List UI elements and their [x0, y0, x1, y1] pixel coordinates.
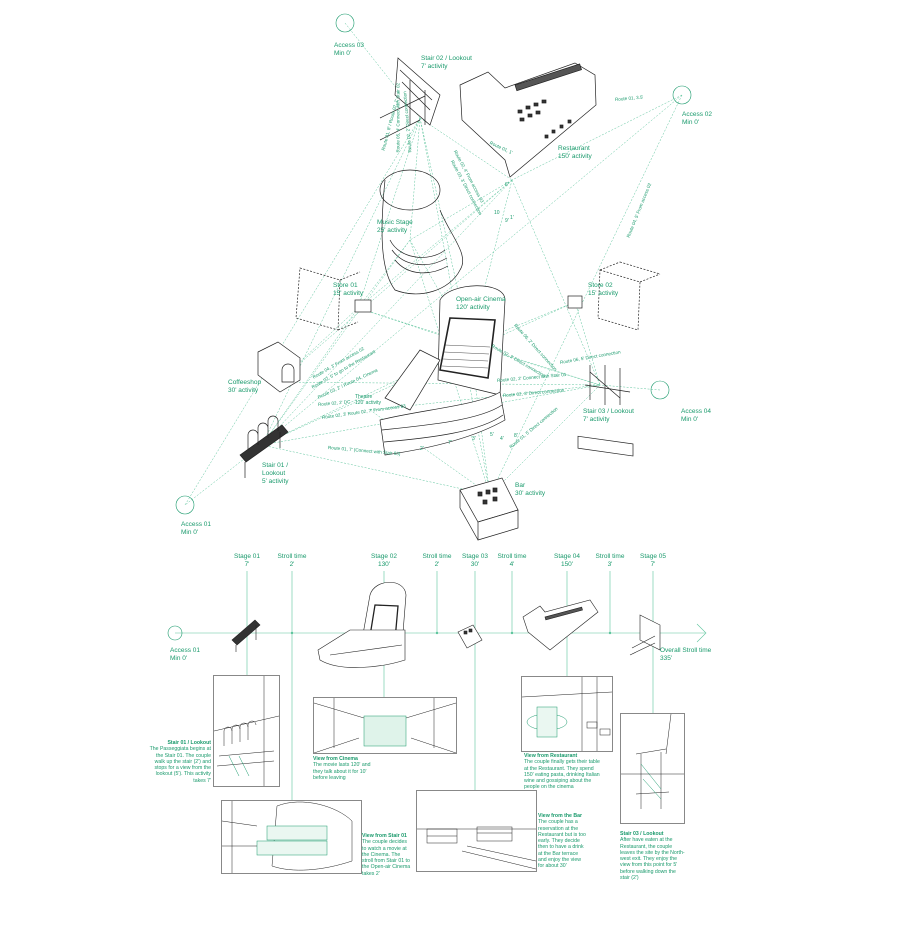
route-label: Route 05, 4' Connect with Stair 02	[395, 82, 401, 153]
distance-label: 2'	[420, 446, 424, 452]
access-02-marker	[672, 85, 692, 105]
music-stage-drawing	[379, 169, 464, 295]
store-01-drawing	[295, 267, 361, 331]
timeline-stair-03	[629, 614, 661, 656]
route-line	[357, 239, 411, 309]
route-line	[419, 117, 513, 181]
route-line	[277, 307, 359, 383]
distance-label: 9'	[505, 218, 509, 224]
route-line	[489, 384, 601, 496]
route-line	[184, 117, 421, 506]
bar-drawing	[459, 477, 519, 541]
coffeeshop-drawing	[257, 341, 301, 393]
route-line	[511, 94, 683, 181]
distance-label: 1'	[510, 215, 514, 221]
view-cinema-image	[313, 697, 457, 754]
distance-label: 6'	[505, 182, 509, 188]
view-from-bar-image	[416, 790, 537, 872]
access-01-marker	[175, 495, 195, 515]
route-line	[261, 179, 513, 446]
timeline-restaurant	[522, 599, 599, 651]
route-line	[277, 179, 513, 383]
route-line	[261, 239, 411, 446]
stair-03-drawing	[577, 365, 634, 457]
stair-02-drawing	[379, 57, 441, 141]
route-line	[261, 117, 421, 446]
view-stair-03-image	[620, 713, 685, 824]
store-01-box	[354, 299, 372, 313]
route-line	[409, 179, 513, 241]
route-line	[261, 444, 491, 496]
access-04-marker	[650, 380, 670, 400]
view-stair-01-image	[213, 675, 280, 787]
restaurant-drawing	[459, 62, 597, 178]
timeline-stair-01	[231, 619, 261, 652]
cinema-drawing	[379, 285, 506, 456]
route-line	[574, 301, 601, 386]
route-line	[344, 22, 421, 119]
route-line	[409, 239, 471, 346]
distance-label: 7'	[448, 440, 452, 446]
timeline	[167, 571, 707, 800]
route-line	[357, 179, 513, 309]
store-02-drawing	[597, 261, 661, 331]
distance-label: 4'	[500, 436, 504, 442]
distance-label: 3'	[472, 436, 476, 442]
route-line	[489, 94, 683, 496]
distance-label: 5'	[490, 432, 494, 438]
distance-label: 10	[494, 210, 500, 216]
timeline-bar	[457, 624, 483, 649]
route-line	[261, 94, 683, 446]
view-restaurant-image	[521, 676, 613, 752]
route-line	[277, 381, 601, 386]
timeline-cinema	[317, 582, 407, 668]
access-03-marker	[335, 13, 355, 33]
distance-label: 8'	[514, 433, 518, 439]
store-02-box	[567, 295, 583, 309]
route-line	[357, 117, 421, 309]
route-line	[599, 384, 661, 391]
view-from-stair-01-image	[221, 800, 362, 874]
route-line	[184, 444, 263, 506]
stair-01-drawing	[239, 415, 289, 478]
route-line	[409, 117, 421, 241]
route-line	[511, 179, 601, 386]
